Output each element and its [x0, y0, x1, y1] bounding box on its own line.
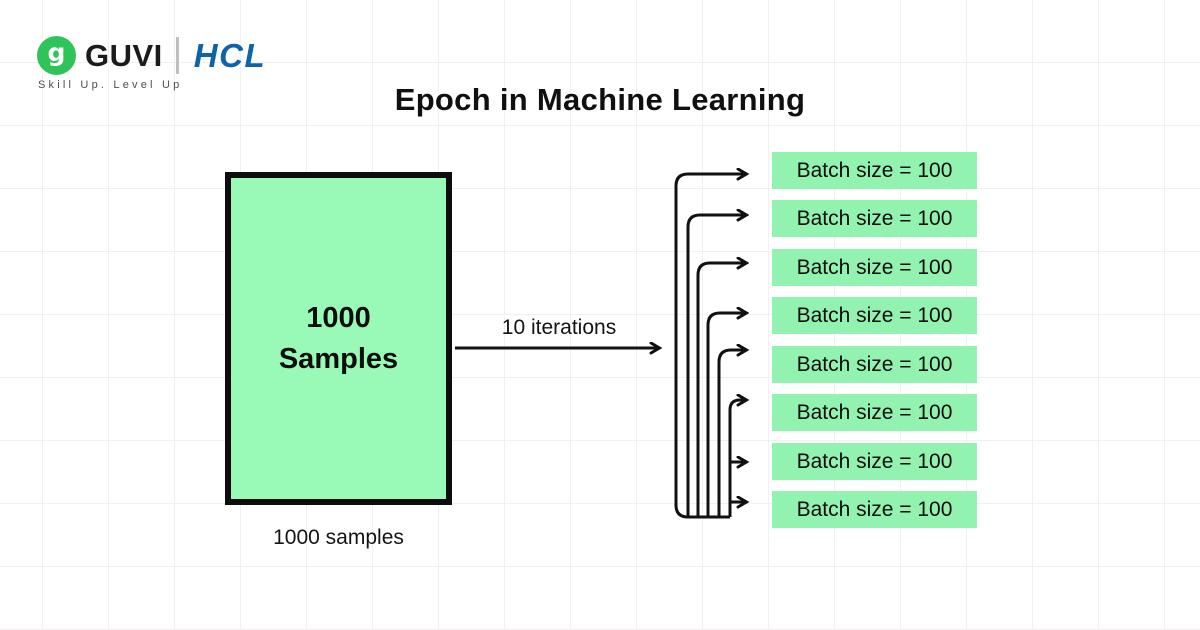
- arrow-batch-3: [696, 263, 746, 517]
- samples-box: 1000 Samples: [225, 172, 452, 505]
- batch-box: Batch size = 100: [772, 394, 977, 431]
- guvi-logo-icon: g: [37, 36, 76, 75]
- arrow-batch-2: [686, 215, 746, 517]
- brand-name: GUVI: [85, 37, 163, 73]
- partner-name: HCL: [193, 36, 267, 74]
- batch-box: Batch size = 100: [772, 491, 977, 528]
- batch-box: Batch size = 100: [772, 249, 977, 286]
- batch-box: Batch size = 100: [772, 200, 977, 237]
- batch-box: Batch size = 100: [772, 346, 977, 383]
- samples-caption: 1000 samples: [273, 526, 404, 549]
- arrow-batch-6: [728, 400, 746, 517]
- arrow-batch-4: [706, 313, 746, 517]
- batch-box: Batch size = 100: [772, 297, 977, 334]
- brand-logo: g GUVI HCL: [37, 36, 266, 75]
- batch-box: Batch size = 100: [772, 152, 977, 189]
- arrow-batch-5: [717, 350, 746, 517]
- guvi-glyph: g: [47, 38, 66, 67]
- arrow-batch-1: [674, 174, 746, 519]
- iterations-label: 10 iterations: [501, 316, 617, 339]
- batch-box: Batch size = 100: [772, 443, 977, 480]
- samples-box-line2: Samples: [278, 342, 399, 375]
- page-title: Epoch in Machine Learning: [394, 82, 806, 117]
- brand-tagline: Skill Up. Level Up: [38, 79, 183, 91]
- samples-box-line1: 1000: [306, 301, 371, 334]
- brand-divider: [175, 37, 179, 74]
